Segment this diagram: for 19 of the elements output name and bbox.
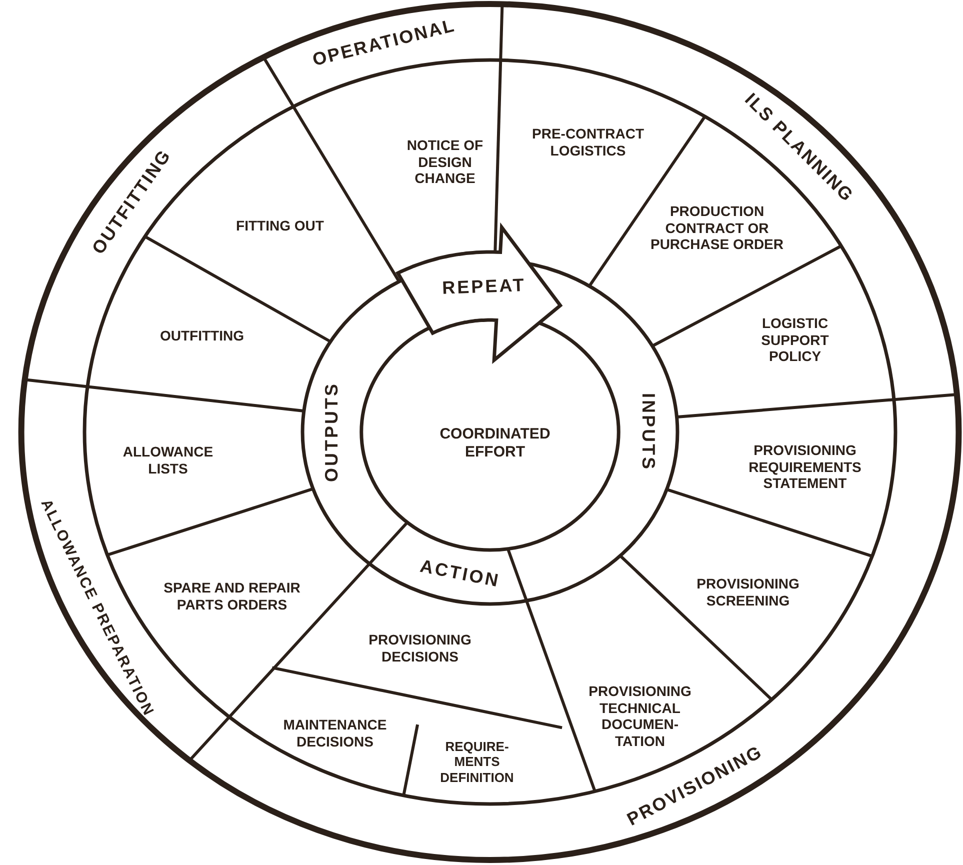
task-label: PROVISIONING TECHNICAL DOCUMEN- TATION (575, 682, 705, 750)
task-label: OUTFITTING (142, 328, 262, 344)
task-label: PROVISIONING REQUIREMENTS STATEMENT (725, 442, 885, 492)
task-label: SPARE AND REPAIR PARTS ORDERS (162, 579, 302, 613)
task-label: ALLOWANCE LISTS (113, 443, 223, 477)
center-label: COORDINATED EFFORT (420, 425, 570, 461)
ring-label: ACTION (418, 556, 502, 592)
task-label: LOGISTIC SUPPORT POLICY (745, 315, 845, 365)
task-label: PROVISIONING SCREENING (678, 575, 818, 609)
ring-label: INPUTS (638, 393, 659, 471)
ring-label: REPEAT (442, 275, 527, 300)
task-label: NOTICE OF DESIGN CHANGE (390, 137, 500, 187)
task-label: PROVISIONING DECISIONS (350, 631, 490, 665)
task-label: PRODUCTION CONTRACT OR PURCHASE ORDER (650, 203, 784, 253)
task-label: PRE-CONTRACT LOGISTICS (513, 125, 663, 159)
task-label: REQUIRE- MENTS DEFINITION (424, 739, 530, 785)
task-label: FITTING OUT (215, 218, 345, 234)
task-label: MAINTENANCE DECISIONS (270, 716, 400, 750)
ring-label: OUTPUTS (321, 382, 342, 482)
